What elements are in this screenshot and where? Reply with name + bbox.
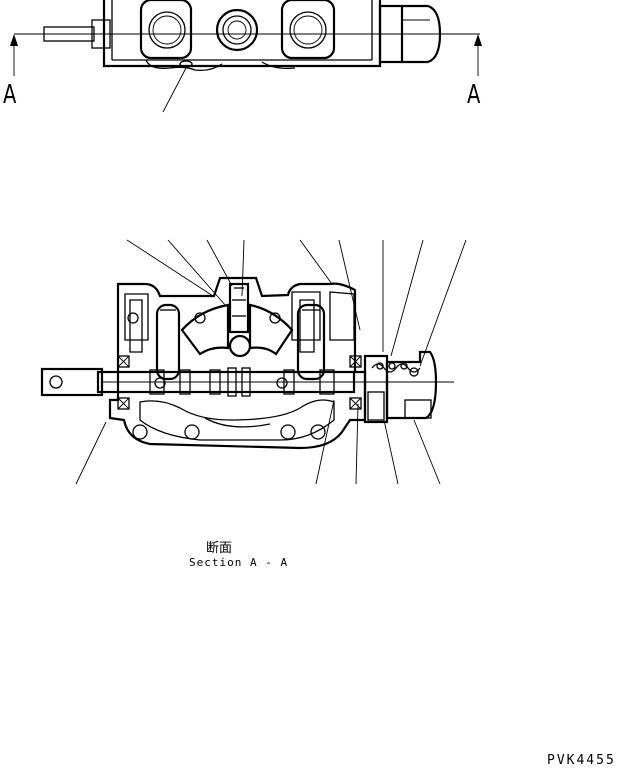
port-left <box>139 0 193 60</box>
section-mark-right: A <box>467 80 481 110</box>
spool-pin-hole <box>49 375 63 389</box>
caption-japanese: 断面 <box>206 541 233 556</box>
drawing-code: PVK4455 <box>547 753 616 768</box>
port-center <box>215 8 259 52</box>
leader-lines <box>75 239 467 485</box>
body-outline <box>108 276 367 450</box>
port-right <box>280 0 336 60</box>
section-arrow-right-head <box>474 34 482 46</box>
section-arrow-left-head <box>10 34 18 46</box>
leader-top <box>162 67 187 113</box>
caption-section: Section A - A <box>189 556 289 569</box>
section-mark-left: A <box>3 80 17 110</box>
valve-top-view <box>10 0 482 113</box>
poppet-right <box>296 303 326 381</box>
rod-collar-top <box>91 19 111 49</box>
spring-housing <box>385 350 438 420</box>
center-plunger <box>228 282 250 334</box>
spool-end <box>40 367 104 397</box>
drain-plug-top <box>179 60 193 68</box>
poppet-left <box>155 303 181 381</box>
end-cap-top <box>378 4 404 64</box>
spring <box>371 363 421 373</box>
valve-section-view <box>40 239 467 485</box>
spool-rod-top <box>43 26 95 42</box>
center-ball <box>228 334 252 358</box>
seal-marks <box>117 355 362 410</box>
